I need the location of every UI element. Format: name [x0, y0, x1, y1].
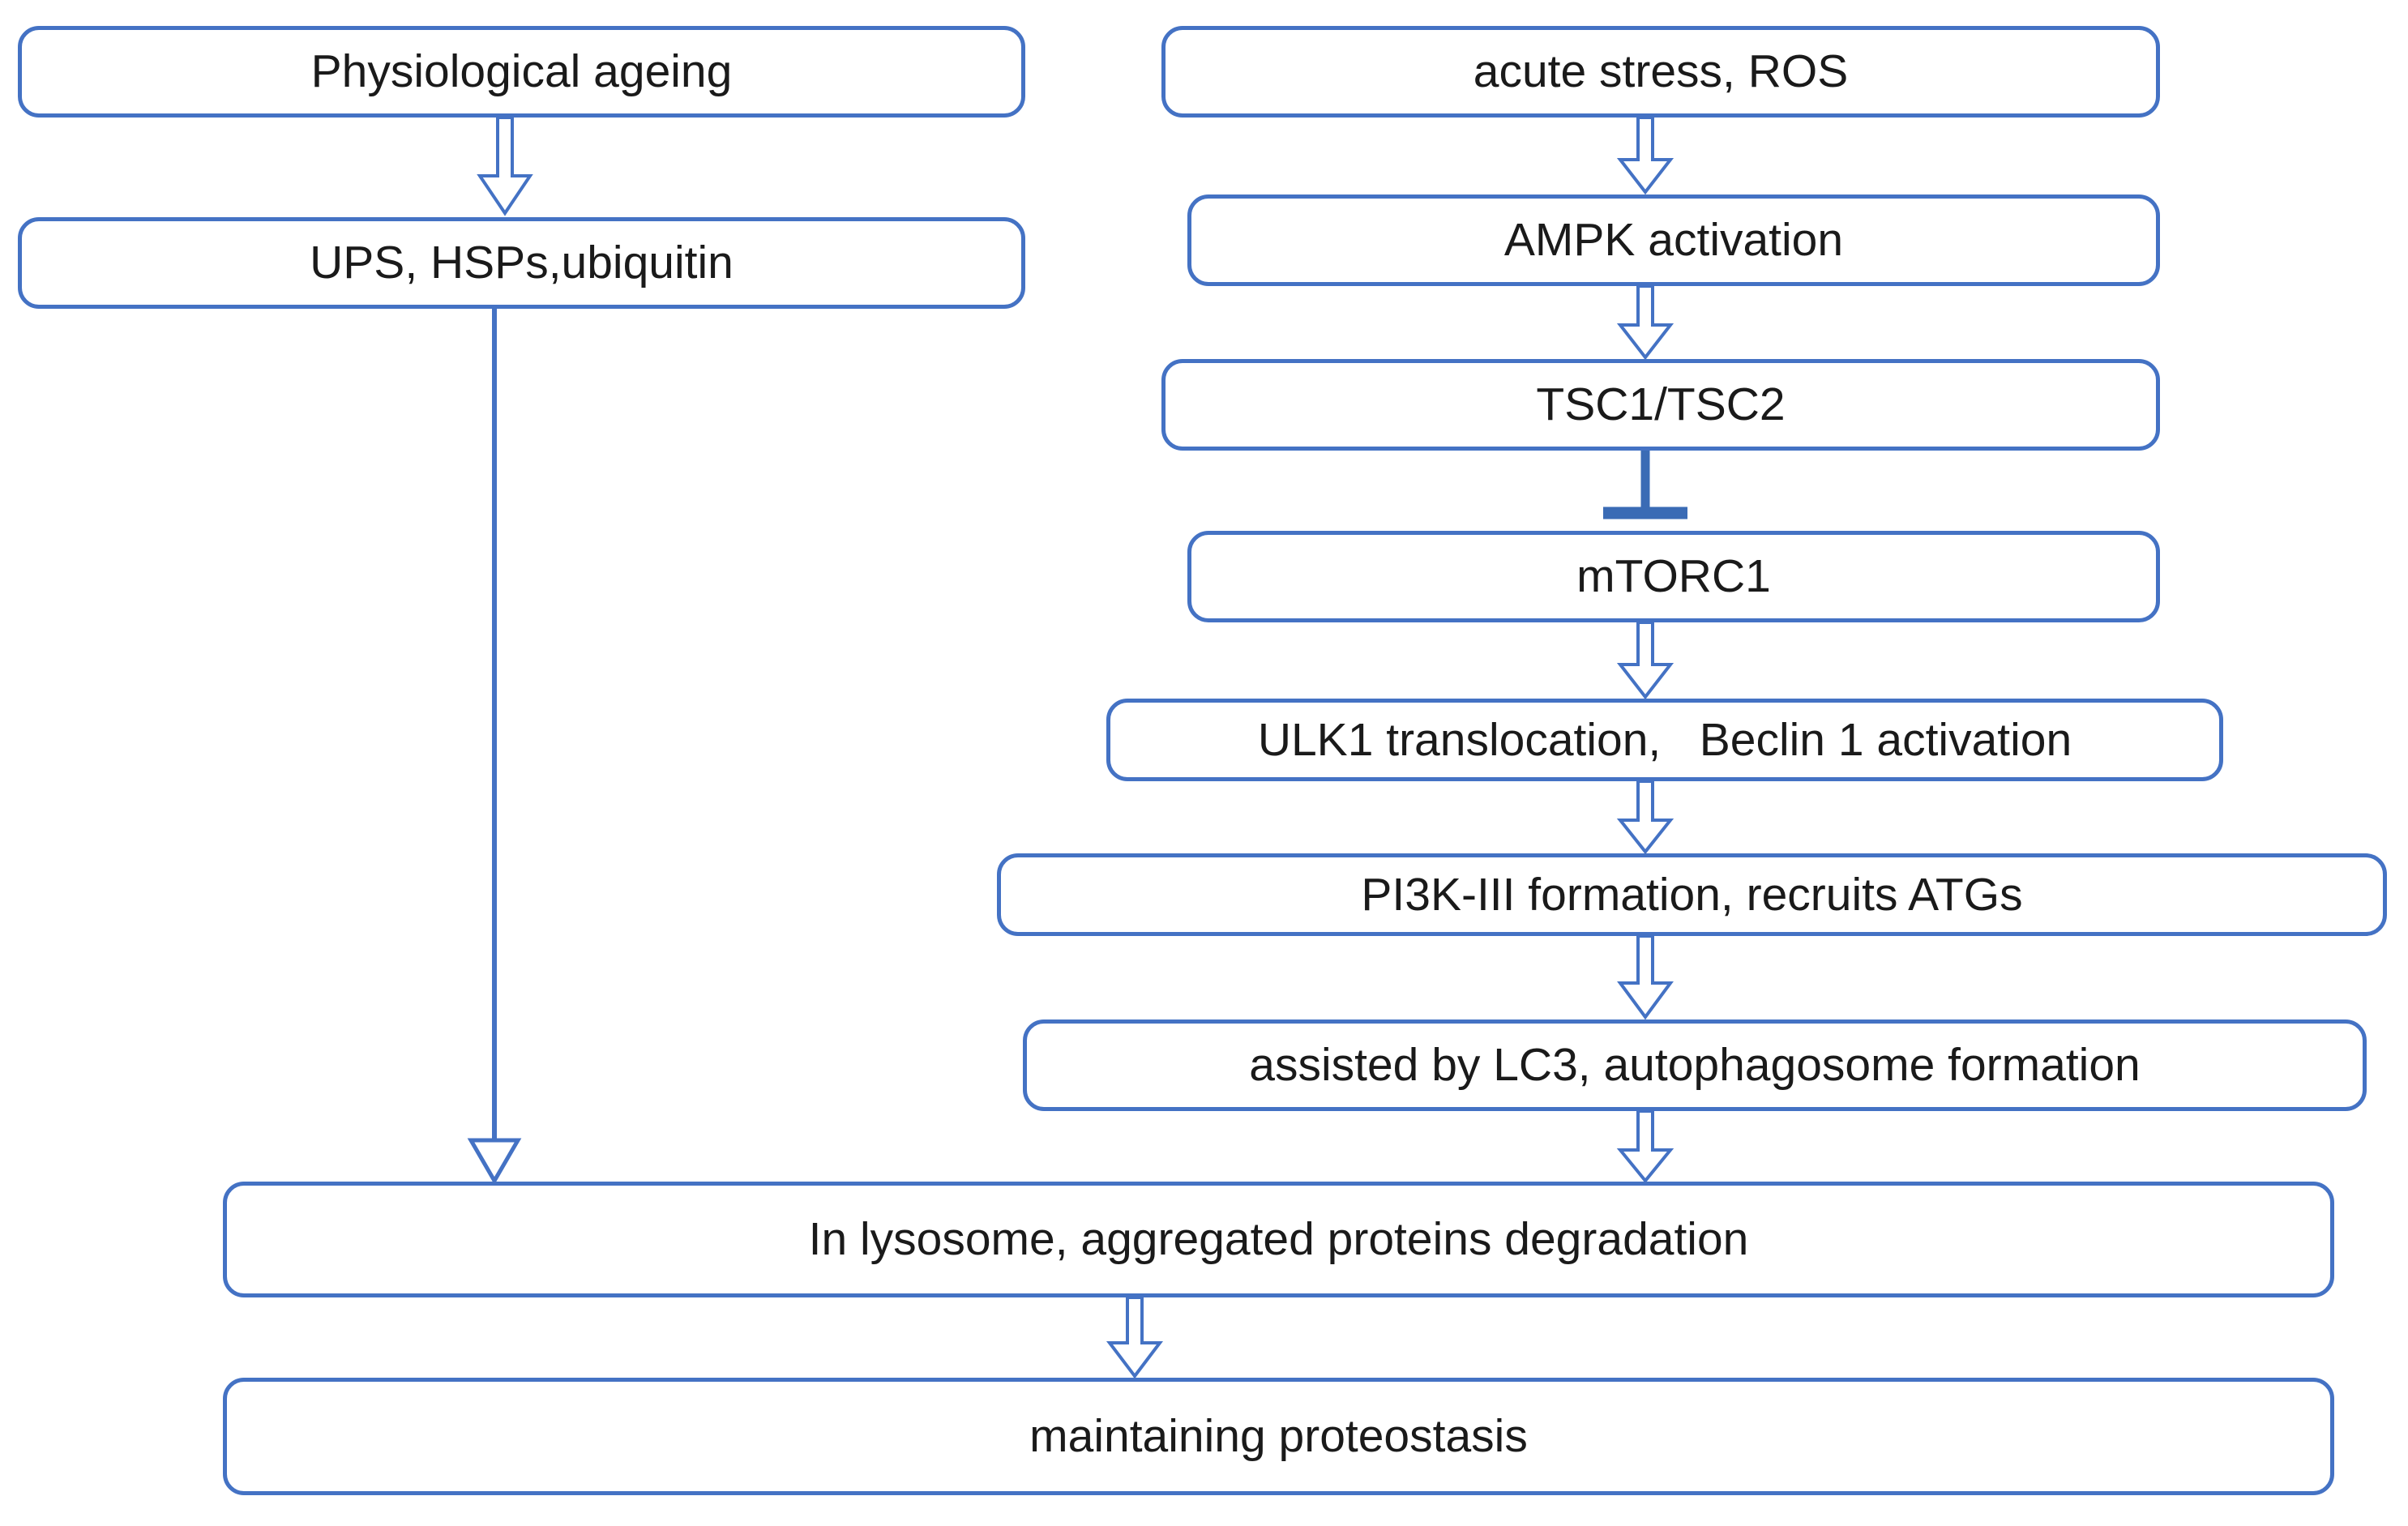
node-mtorc1[interactable]: mTORC1 [1187, 531, 2160, 622]
node-lysosome-degradation[interactable]: In lysosome, aggregated proteins degrada… [223, 1182, 2334, 1297]
node-physiological-ageing[interactable]: Physiological ageing [18, 26, 1025, 118]
connector-lysosome-to-proteostasis-arrow-icon [1098, 1296, 1171, 1379]
connector-ageing-to-ups-arrow-icon [468, 116, 541, 218]
connector-ulk1-to-pi3k-arrow-icon [1609, 780, 1682, 855]
connector-ups-to-lysosome-arrow-icon [450, 309, 539, 1185]
connector-ampk-to-tsc-arrow-icon [1609, 284, 1682, 361]
connector-pi3k-to-lc3-arrow-icon [1609, 934, 1682, 1021]
connector-tsc-inhibits-mtorc1-icon [1589, 451, 1702, 532]
node-acute-stress-ros[interactable]: acute stress, ROS [1161, 26, 2160, 118]
connector-stress-to-ampk-arrow-icon [1609, 116, 1682, 196]
connector-mtorc1-to-ulk1-arrow-icon [1609, 621, 1682, 700]
node-ampk-activation[interactable]: AMPK activation [1187, 194, 2160, 286]
connector-lc3-to-lysosome-arrow-icon [1609, 1109, 1682, 1184]
node-pi3k-iii[interactable]: PI3K-III formation, recruits ATGs [997, 853, 2387, 936]
node-maintaining-proteostasis[interactable]: maintaining proteostasis [223, 1378, 2334, 1495]
node-ups-hsps-ubiquitin[interactable]: UPS, HSPs,ubiquitin [18, 217, 1025, 309]
node-lc3-autophagosome[interactable]: assisted by LC3, autophagosome formation [1023, 1019, 2367, 1111]
node-ulk1-beclin1[interactable]: ULK1 translocation, Beclin 1 activation [1106, 699, 2223, 781]
node-tsc1-tsc2[interactable]: TSC1/TSC2 [1161, 359, 2160, 451]
